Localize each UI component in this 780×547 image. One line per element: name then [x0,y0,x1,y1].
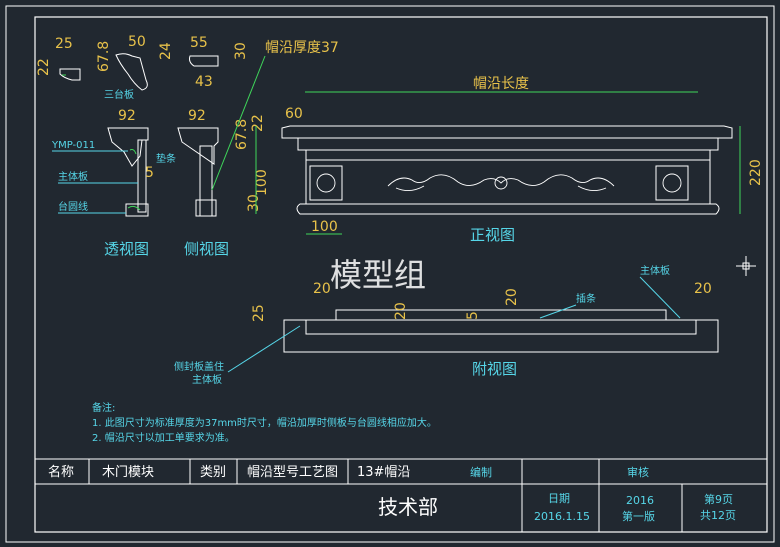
profile-1-height: 22 [36,58,52,76]
side-view [177,127,219,217]
top-label-cover-1: 侧封板盖住 [174,360,224,373]
perspective-view [107,127,149,217]
profile-3-height-b: 30 [233,42,249,60]
front-length-label: 帽沿长度 [473,76,529,92]
top-d25: 25 [251,304,267,322]
top-d20c: 20 [504,288,520,306]
top-d5: 5 [465,311,481,320]
profile-3-height: 24 [158,42,174,60]
watermark: 模型组 [330,256,426,294]
top-label-zhuti: 主体板 [640,264,670,277]
tb-year: 2016 [626,494,654,507]
title-block [34,458,768,533]
front-d60: 60 [285,106,303,122]
profile-3 [189,55,219,67]
front-carving [316,173,682,193]
profile-3-width: 55 [190,35,208,51]
tb-category-value: 帽沿型号工艺图 [247,464,338,480]
top-d20b: 20 [393,302,409,320]
tb-drawn-label: 编制 [470,465,492,479]
front-d22: 22 [250,114,266,132]
tb-name-value: 木门模块 [102,465,154,480]
front-view [281,125,733,215]
perspective-label-ymp: YMP-011 [51,140,95,151]
notes-heading: 备注: [92,401,115,414]
perspective-title: 透视图 [104,240,149,258]
profile-3-bottom: 43 [195,74,213,90]
top-leader-cover [227,325,301,373]
front-thickness-leader [211,55,266,191]
top-d20d: 20 [694,281,712,297]
tb-total: 共12页 [700,509,736,522]
tb-date-label: 日期 [548,492,570,505]
front-d220: 220 [748,159,764,186]
top-view [283,309,719,353]
front-title: 正视图 [470,226,515,244]
top-leader-chatiao [539,304,577,319]
notes-line-2: 2. 帽沿尺寸以加工单要求为准。 [92,431,235,444]
tb-page: 第9页 [704,492,733,506]
top-d20a: 20 [313,281,331,297]
perspective-width: 92 [118,108,136,124]
profile-2-height: 67.8 [96,41,112,72]
tb-department: 技术部 [378,495,438,519]
profile-2-width: 50 [128,34,146,50]
profile-1-width: 25 [55,36,73,52]
crosshair-icon [736,256,756,276]
front-d100b: 100 [311,219,338,235]
tb-name-label: 名称 [48,464,74,480]
front-d100: 100 [254,169,270,196]
profile-2 [115,53,148,91]
perspective-label-zhuti: 主体板 [58,170,88,183]
tb-category-label: 类别 [200,465,226,480]
profile-label-sanjiaoban: 三台板 [104,88,134,101]
top-label-chatiao: 插条 [576,292,596,305]
top-leader-zhuti [639,276,681,319]
side-height: 67.8 [234,119,250,150]
tb-review-label: 审核 [627,465,649,479]
top-label-cover-2: 主体板 [192,373,222,386]
front-thickness-note: 帽沿厚度37 [265,40,339,56]
perspective-label-taiyuan: 台圆线 [58,200,88,213]
top-title: 附视图 [472,360,517,378]
outer-frame [5,5,775,543]
side-title: 侧视图 [184,240,229,258]
tb-model: 13#帽沿 [357,464,410,480]
side-width: 92 [188,108,206,124]
tb-edition: 第一版 [622,509,655,523]
front-d30: 30 [246,194,262,212]
notes-line-1: 1. 此图尺寸为标准厚度为37mm时尺寸，帽沿加厚时侧板与台圆线相应加大。 [92,416,437,429]
perspective-label-dian: 垫条 [156,152,176,165]
profile-1 [59,68,81,81]
perspective-five: 5 [145,165,154,181]
tb-date-value: 2016.1.15 [534,510,590,523]
